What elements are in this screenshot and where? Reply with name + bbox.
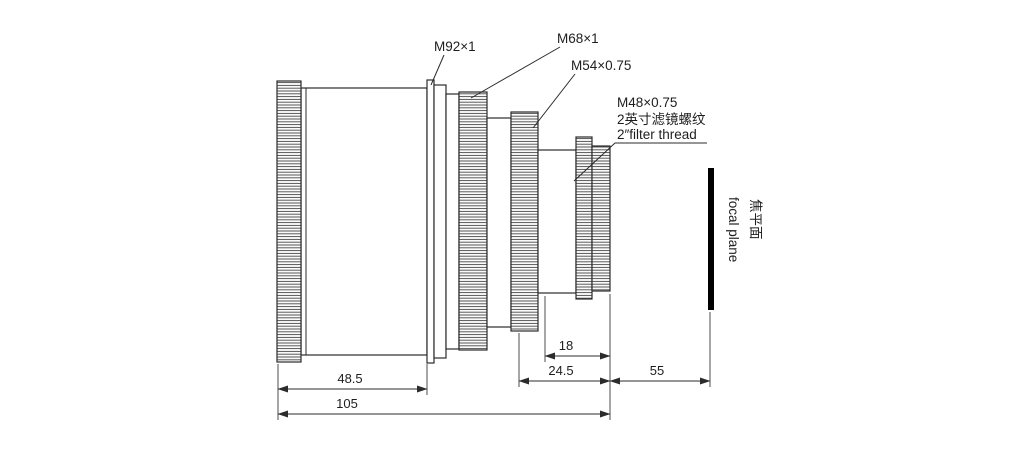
label-filter-thread-en: 2″filter thread <box>617 127 697 142</box>
dimension-text-24-5: 24.5 <box>548 363 573 378</box>
leader-line-m68 <box>470 46 561 99</box>
main-barrel <box>300 87 428 356</box>
leader-line-m92 <box>430 54 445 86</box>
lens-body <box>276 79 714 364</box>
label-focal-plane-cn: 焦平面 <box>748 199 763 240</box>
dimension-text-18: 18 <box>559 338 573 353</box>
dimension-text-105: 105 <box>336 396 358 411</box>
m68-knurled-ring <box>458 91 488 351</box>
m54-knurled-ring <box>510 111 539 332</box>
reducer-section <box>486 117 512 328</box>
m92-flange-inner <box>433 84 447 359</box>
rear-tube <box>537 149 577 294</box>
label-focal-plane-en: focal plane <box>726 197 741 262</box>
dimension-annotations: 18 24.5 55 48.5 105 <box>277 294 711 420</box>
leader-line-m48 <box>573 142 707 182</box>
label-m48: M48×0.75 <box>617 95 677 110</box>
thread-callouts: M92×1 M68×1 M54×0.75 M48×0.75 2英寸滤镜螺纹 2″… <box>430 31 763 262</box>
filter-thread-ring <box>591 145 611 292</box>
dimension-text-55: 55 <box>650 363 664 378</box>
label-m68: M68×1 <box>557 31 599 46</box>
label-m54: M54×0.75 <box>571 58 631 73</box>
focal-plane-bar <box>708 168 714 310</box>
label-filter-thread-cn: 2英寸滤镜螺纹 <box>617 111 706 127</box>
leader-line-m54 <box>532 73 576 129</box>
m48-knurled-ring <box>575 136 593 300</box>
m92-flange-outer <box>426 79 435 364</box>
label-m92: M92×1 <box>434 39 476 54</box>
spacer-ring <box>445 93 460 350</box>
front-knurled-ring <box>276 80 302 363</box>
dimension-text-48-5: 48.5 <box>337 371 362 386</box>
